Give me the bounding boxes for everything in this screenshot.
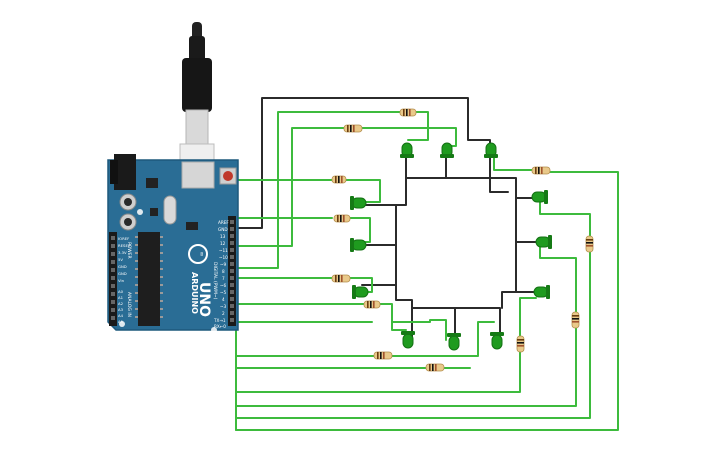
resistor: [331, 274, 351, 283]
wire-green-outer1: [235, 297, 537, 393]
pin-label: 8: [222, 269, 225, 274]
pin-label: Vin: [118, 278, 125, 283]
resistor: [425, 363, 445, 372]
pin-label: 13: [220, 234, 226, 239]
wire-pin12: [235, 217, 371, 243]
led: [533, 285, 550, 299]
led: [400, 142, 414, 158]
digital-label: DIGITAL (PWM~): [212, 262, 218, 300]
pin-label: ~10: [219, 255, 228, 260]
pin-label: A4: [118, 313, 124, 318]
resistor: [343, 124, 363, 133]
leds: [350, 142, 552, 351]
wire-green-outer3: [235, 199, 591, 419]
led: [490, 332, 504, 350]
pin-label: RX←0: [214, 324, 226, 329]
power-label: POWER: [126, 242, 132, 259]
arduino-logo-icon: [188, 244, 208, 264]
pin-label: GND: [118, 264, 127, 269]
power-pin-labels: IOREF RESET 3.3V 5V GND GND Vin: [118, 236, 131, 283]
led: [535, 235, 552, 249]
pin-label: ~6: [220, 283, 227, 288]
pin-label: ~11: [219, 248, 228, 253]
resistor: [516, 335, 525, 353]
led: [440, 142, 454, 158]
pin-label: RESET: [118, 243, 131, 248]
resistor: [531, 166, 551, 175]
resistor: [373, 351, 393, 360]
resistor: [333, 214, 351, 223]
analog-label: ANALOG IN: [126, 292, 132, 317]
pin-label: TX→1: [213, 318, 226, 323]
led: [350, 238, 367, 252]
led: [352, 285, 369, 299]
resistor: [571, 311, 580, 329]
pin-label: 3.3V: [118, 250, 127, 255]
pin-label: A0: [118, 289, 124, 294]
wire-green-low1: [235, 321, 495, 357]
wire-gnd-black: [235, 97, 509, 229]
wire-pin11: [235, 127, 457, 247]
led: [447, 333, 461, 351]
resistors: [331, 108, 594, 372]
wire-pin10: [235, 111, 429, 269]
wire-green-outer4: [235, 157, 619, 431]
pin-label: 4: [222, 297, 225, 302]
analog-pin-labels: A0 A1 A2 A3 A4 A5: [118, 289, 124, 324]
pin-label: ~9: [220, 262, 227, 267]
resistor: [331, 175, 347, 184]
pin-label: AREF: [218, 220, 229, 225]
pin-label: GND: [218, 227, 228, 232]
pin-label: IOREF: [118, 236, 129, 241]
wire-green-outer2: [235, 245, 577, 407]
arduino-board: ∞ ARDUINO UNO DIGITAL (PWM~) POWER ANALO…: [107, 154, 239, 333]
digital-pin-labels: AREF GND 13 12 ~11 ~10 ~9 8 7 ~6 ~5 4 ~3…: [213, 220, 229, 329]
resistor: [399, 108, 417, 117]
pin-label: 5V: [118, 257, 123, 262]
wire-pin13: [235, 179, 381, 203]
svg-text:∞: ∞: [198, 252, 205, 257]
wire-black-top-bus: [395, 157, 491, 246]
wire-black-right-bus: [489, 177, 539, 309]
pin-label: 12: [220, 241, 226, 246]
led: [401, 331, 415, 349]
wire-pin5: [235, 319, 447, 341]
wire-pin6: [235, 303, 407, 331]
board-model: UNO: [196, 282, 212, 317]
pin-label: 2: [222, 311, 225, 316]
pin-label: ~5: [220, 290, 227, 295]
led: [531, 190, 548, 204]
resistor: [585, 235, 594, 253]
pin-label: 7: [222, 276, 225, 281]
wire-black-bottom-bus: [395, 284, 501, 339]
pin-label: ~3: [220, 304, 227, 309]
pin-label: A3: [118, 307, 124, 312]
wire-pin8: [235, 277, 373, 293]
board-brand: ARDUINO: [190, 272, 199, 314]
resistor: [363, 300, 381, 309]
reset-button[interactable]: [223, 171, 233, 181]
pin-label: A2: [118, 301, 124, 306]
pin-label: A1: [118, 295, 124, 300]
led: [350, 196, 367, 210]
pin-label: GND: [118, 271, 127, 276]
led: [484, 142, 498, 158]
